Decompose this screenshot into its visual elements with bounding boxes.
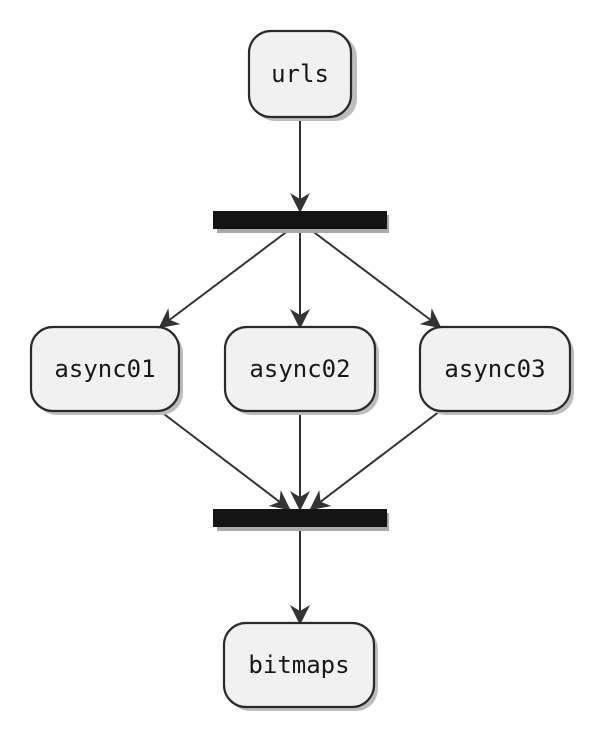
- join-bar: [213, 509, 389, 531]
- edge-async03-to-join: [309, 410, 441, 511]
- edge-async01-to-join: [159, 410, 291, 511]
- edge-fork-to-async03: [310, 229, 442, 329]
- node-urls: urls: [247, 29, 357, 121]
- node-async03: async03: [418, 325, 574, 415]
- node-bitmaps: bitmaps: [222, 621, 378, 711]
- node-bitmaps-label: bitmaps: [248, 651, 349, 679]
- node-async02-label: async02: [249, 355, 350, 383]
- node-async01: async01: [29, 325, 183, 415]
- node-async03-label: async03: [444, 355, 545, 383]
- node-async02: async02: [223, 325, 379, 415]
- fork-bar: [213, 211, 389, 233]
- edges: [158, 117, 442, 625]
- node-async01-label: async01: [54, 355, 155, 383]
- edge-fork-to-async01: [158, 229, 290, 329]
- node-urls-label: urls: [271, 60, 329, 88]
